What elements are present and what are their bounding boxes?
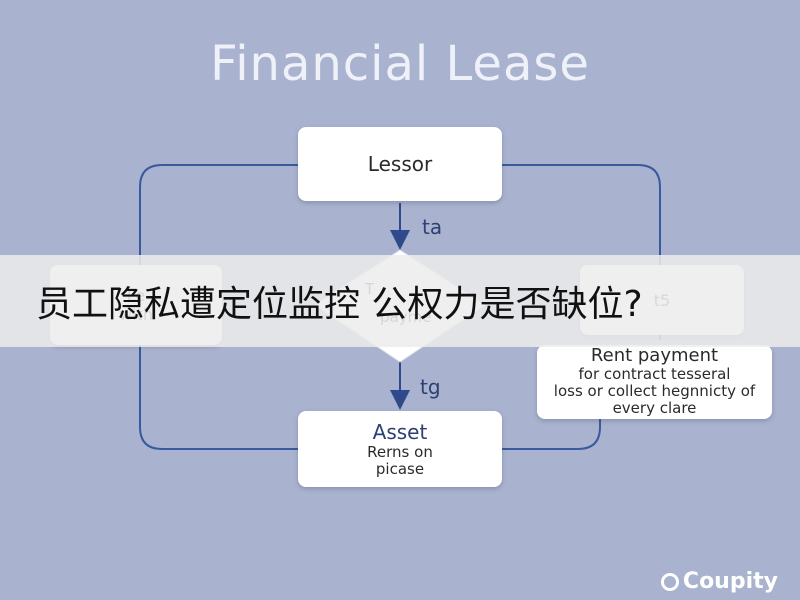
rent-payment-line-2: loss or collect hegnnicty of (553, 382, 756, 400)
watermark-text: Coupity (682, 569, 778, 594)
watermark: Coupity (660, 569, 778, 594)
arrow-bottom-label: tg (420, 375, 441, 399)
rent-payment-line-1: for contract tesseral (578, 365, 731, 383)
asset-title: Asset (372, 420, 428, 444)
rent-payment-title: Rent payment (590, 345, 719, 366)
overlay-banner (0, 255, 800, 347)
overlay-caption: 员工隐私遭定位监控 公权力是否缺位? (36, 284, 643, 325)
lessor-label: Lessor (367, 152, 433, 176)
copyright-icon (660, 572, 679, 591)
right-bottom-connector (502, 419, 601, 450)
arrow-top-label: ta (422, 215, 443, 239)
right-loop-connector (502, 164, 661, 340)
rent-payment-box: Rent payment for contract tesseral loss … (537, 345, 772, 419)
asset-line-2: picase (375, 460, 425, 478)
rent-payment-line-3: every clare (612, 399, 697, 417)
asset-box: Asset Rerns on picase (298, 411, 502, 487)
lessor-box: Lessor (298, 127, 502, 201)
asset-line-1: Rerns on (367, 443, 433, 461)
diagram-title: Financial Lease (210, 36, 590, 92)
